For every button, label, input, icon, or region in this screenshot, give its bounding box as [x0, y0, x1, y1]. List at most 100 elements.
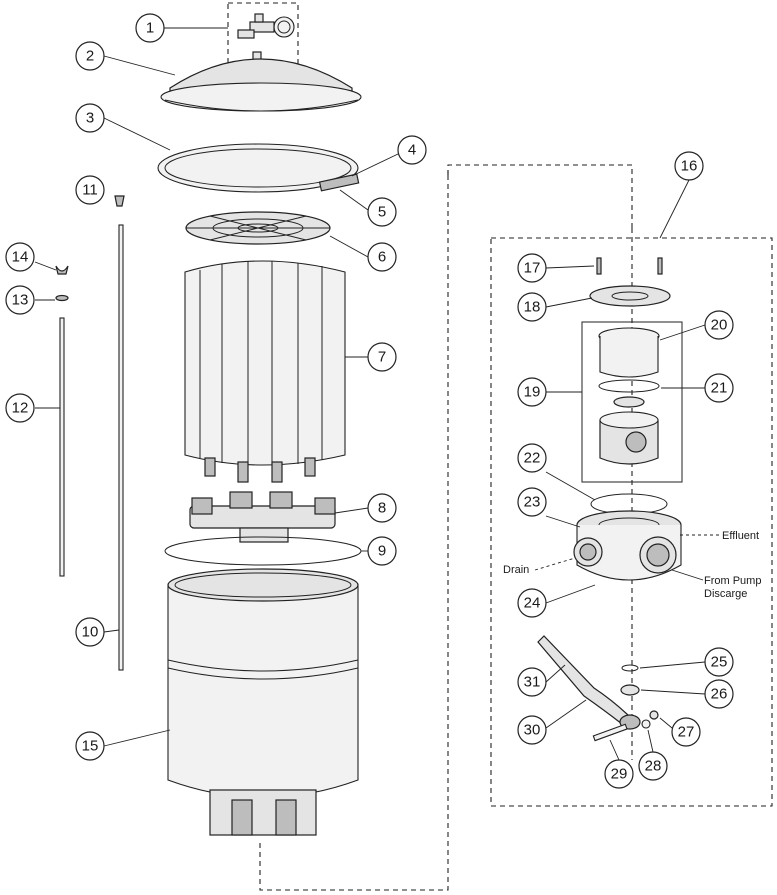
callout-number: 25: [711, 654, 728, 671]
top-manifold: [185, 211, 331, 245]
callout-circle: [5, 393, 35, 423]
callout-circle: [367, 342, 397, 372]
valve-top-plate: [589, 285, 671, 307]
callout-number: 5: [378, 204, 386, 221]
callout-31: 31: [517, 667, 547, 697]
callout-28: 28: [638, 751, 668, 781]
callout-13: 13: [5, 285, 35, 315]
callout-circle: [638, 751, 668, 781]
callout-circle: [367, 197, 397, 227]
callout-5: 5: [367, 197, 397, 227]
effluent-label: Effluent: [722, 530, 759, 542]
callout-number: 21: [711, 380, 728, 397]
valve-rotor-group: [581, 321, 683, 483]
callout-19: 19: [517, 377, 547, 407]
callout-16: 16: [674, 151, 704, 181]
callout-number: 7: [378, 349, 386, 366]
callout-circle: [397, 135, 427, 165]
callout-circle: [75, 617, 105, 647]
tank-body: [167, 568, 359, 836]
callout-circle: [674, 151, 704, 181]
callout-18: 18: [517, 292, 547, 322]
callout-22: 22: [517, 443, 547, 473]
callout-number: 15: [82, 738, 99, 755]
callout-circle: [75, 103, 105, 133]
callout-30: 30: [517, 715, 547, 745]
callout-circle: [517, 715, 547, 745]
callout-12: 12: [5, 393, 35, 423]
callout-circle: [5, 242, 35, 272]
callout-number: 31: [524, 674, 541, 691]
filter-cartridges: [184, 260, 346, 483]
callout-number: 28: [645, 758, 662, 775]
callout-15: 15: [75, 731, 105, 761]
callout-14: 14: [5, 242, 35, 272]
callout-number: 11: [82, 182, 98, 199]
callout-circle: [75, 175, 105, 205]
valve-body: [573, 493, 682, 581]
tank-lid: [160, 58, 362, 112]
callout-17: 17: [517, 253, 547, 283]
callout-number: 14: [12, 249, 29, 266]
callout-circle: [704, 647, 734, 677]
callout-number: 4: [408, 142, 416, 159]
callout-26: 26: [704, 679, 734, 709]
callout-6: 6: [367, 242, 397, 272]
callout-circle: [367, 493, 397, 523]
callout-number: 29: [611, 766, 628, 783]
callout-8: 8: [367, 493, 397, 523]
clamp-ring: [157, 143, 360, 193]
callout-number: 6: [378, 249, 386, 266]
callout-circle: [704, 310, 734, 340]
callout-9: 9: [367, 536, 397, 566]
from-pump-label: From Pump: [704, 575, 761, 587]
callout-circle: [517, 667, 547, 697]
callout-number: 9: [378, 543, 386, 560]
callout-circle: [367, 242, 397, 272]
air-relief-assembly: [55, 195, 125, 671]
callout-number: 3: [86, 110, 94, 127]
callout-circle: [604, 759, 634, 789]
callout-25: 25: [704, 647, 734, 677]
bottom-manifold: [189, 491, 336, 543]
callout-number: 17: [524, 260, 541, 277]
callout-circle: [135, 13, 165, 43]
callout-circle: [517, 292, 547, 322]
leader-lines: [34, 27, 720, 761]
callout-circle: [517, 377, 547, 407]
callout-1: 1: [135, 13, 165, 43]
callout-circle: [5, 285, 35, 315]
callout-2: 2: [75, 41, 105, 71]
callout-circle: [704, 679, 734, 709]
callout-24: 24: [517, 588, 547, 618]
callout-number: 8: [378, 500, 386, 517]
callout-number: 13: [12, 292, 29, 309]
callout-circle: [517, 253, 547, 283]
callout-11: 11: [75, 175, 105, 205]
callout-number: 16: [681, 158, 698, 175]
callout-number: 23: [524, 494, 541, 511]
callout-circle: [671, 717, 701, 747]
callout-4: 4: [397, 135, 427, 165]
callout-markers: 1234567891011121314151617181920212223242…: [5, 13, 734, 789]
callout-27: 27: [671, 717, 701, 747]
callout-circle: [517, 443, 547, 473]
drain-label: Drain: [503, 564, 529, 576]
callout-circle: [704, 373, 734, 403]
from-pump-discharge-label: Discarge: [704, 588, 747, 600]
callout-circle: [517, 588, 547, 618]
callout-7: 7: [367, 342, 397, 372]
callout-number: 10: [82, 624, 99, 641]
pressure-gauge: [237, 13, 295, 63]
callout-10: 10: [75, 617, 105, 647]
callout-number: 19: [524, 384, 541, 401]
valve-handle-assembly: [537, 635, 659, 742]
callout-23: 23: [517, 487, 547, 517]
callout-circle: [517, 487, 547, 517]
callout-number: 1: [146, 20, 154, 37]
callout-circle: [367, 536, 397, 566]
callout-number: 26: [711, 686, 728, 703]
callout-21: 21: [704, 373, 734, 403]
callout-circle: [75, 41, 105, 71]
